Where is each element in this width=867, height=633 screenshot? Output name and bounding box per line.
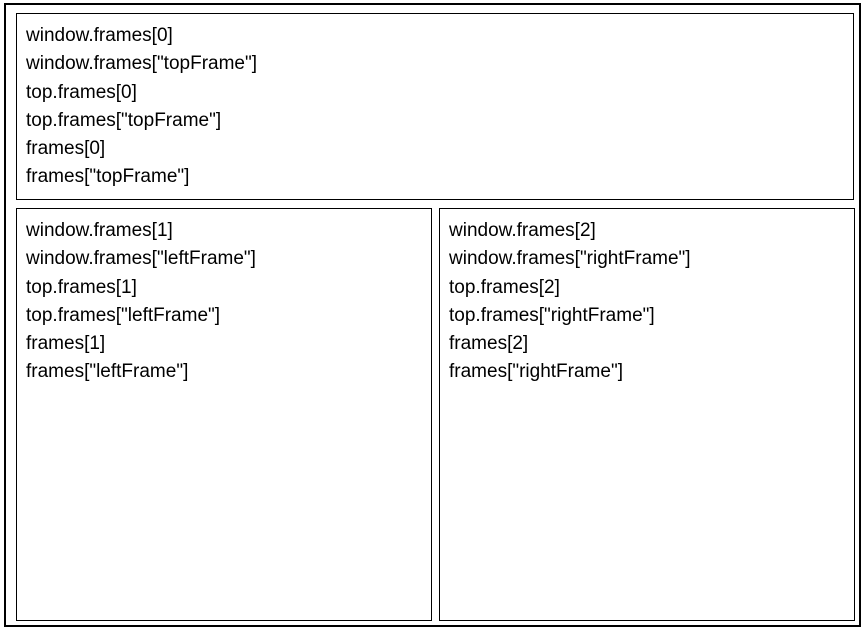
top-frame-line: window.frames[0] [26, 25, 173, 46]
top-frame: window.frames[0] window.frames["topFrame… [16, 13, 854, 200]
left-frame-line: window.frames[1] [26, 220, 173, 241]
right-frame-line: top.frames["rightFrame"] [449, 304, 655, 326]
right-frame: window.frames[2] window.frames["rightFra… [439, 208, 855, 621]
left-frame-line: top.frames[1] [26, 276, 137, 298]
frameset-window: window.frames[0] window.frames["topFrame… [4, 3, 861, 627]
right-frame-line: frames[2] [449, 333, 529, 355]
top-frame-line: window.frames["topFrame"] [26, 53, 258, 75]
left-frame-line: top.frames["leftFrame"] [26, 304, 221, 326]
left-frame-line: window.frames["leftFrame"] [26, 248, 256, 270]
top-frame-line: top.frames["topFrame"] [26, 109, 222, 131]
top-frame-line: frames[0] [26, 138, 106, 160]
right-frame-line: top.frames[2] [449, 276, 560, 298]
top-frame-line: top.frames[0] [26, 81, 137, 103]
right-frame-line: window.frames[2] [449, 220, 596, 241]
left-frame: window.frames[1] window.frames["leftFram… [16, 208, 432, 621]
top-frame-line: frames["topFrame"] [26, 166, 190, 188]
right-frame-line: window.frames["rightFrame"] [449, 248, 691, 270]
right-frame-line: frames["rightFrame"] [449, 361, 623, 383]
left-frame-line: frames[1] [26, 333, 106, 355]
left-frame-line: frames["leftFrame"] [26, 361, 189, 383]
